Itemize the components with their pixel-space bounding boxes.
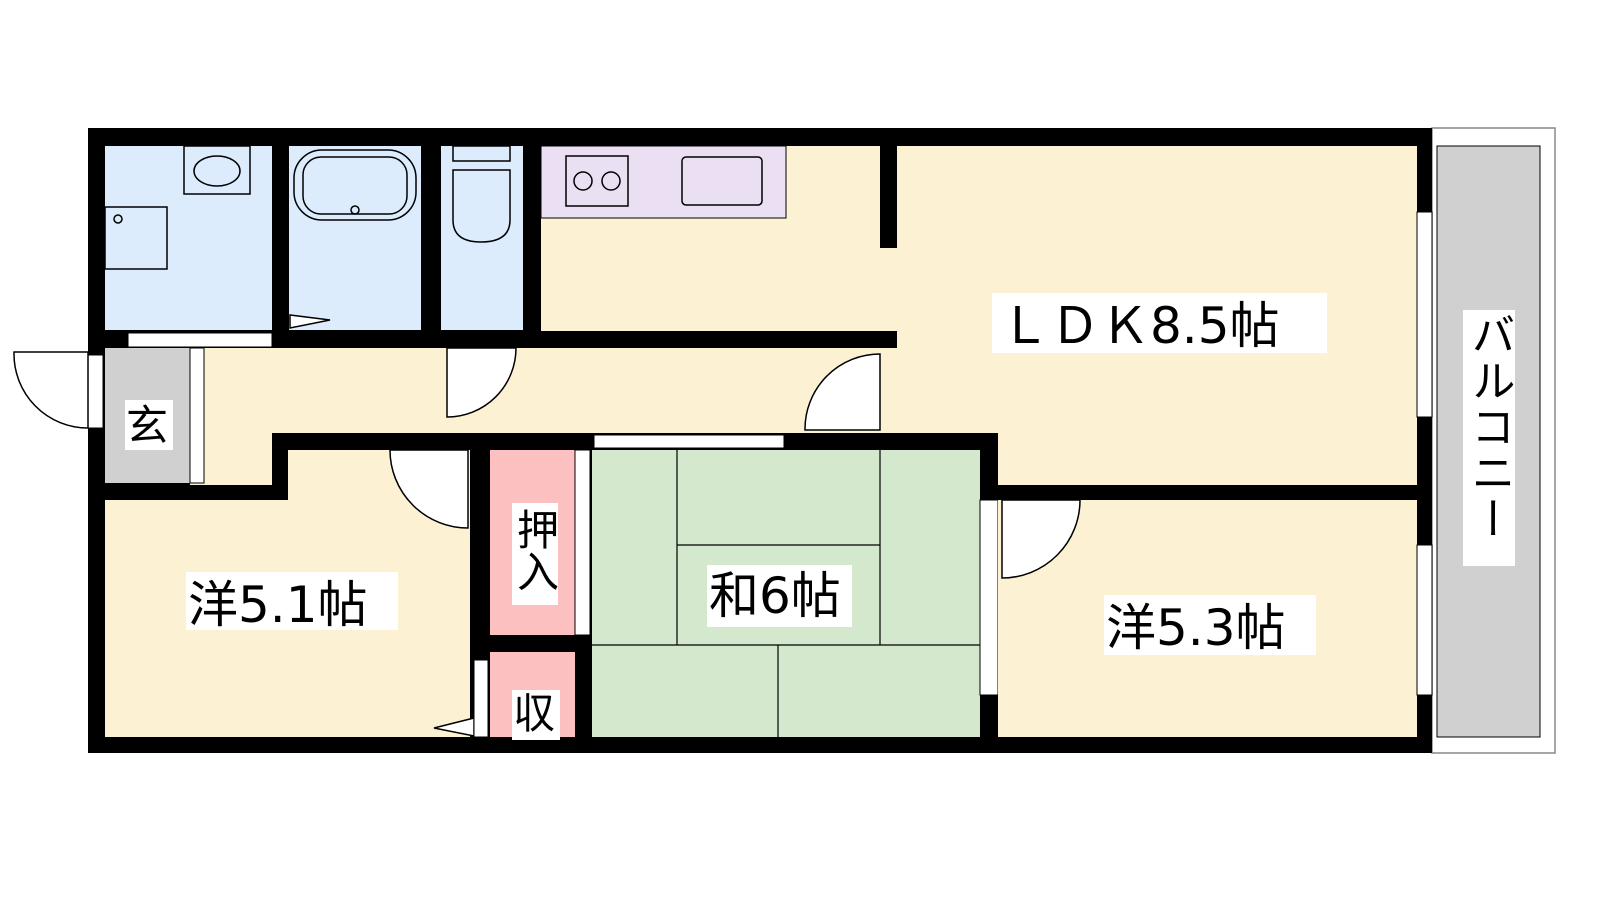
western-right-label: 洋5.3帖	[1106, 599, 1286, 657]
ldk: ＬＤＫ8.5帖	[540, 145, 1417, 485]
western-right-door	[1001, 499, 1081, 579]
balcony: バルコニー	[1431, 127, 1556, 754]
sink-icon	[681, 156, 763, 206]
stove-icon	[565, 155, 629, 207]
western-left-label: 洋5.1帖	[188, 576, 368, 634]
toilet-door	[446, 347, 517, 418]
doors	[13, 347, 1081, 579]
balcony-label: バルコニー	[1464, 312, 1515, 542]
front-door	[13, 351, 89, 429]
entrance-label: 玄	[126, 401, 168, 450]
western-left-door	[389, 449, 469, 529]
storage: 収	[473, 652, 575, 740]
washing-machine-icon	[104, 206, 168, 270]
ldk-label: ＬＤＫ8.5帖	[1000, 297, 1280, 355]
windows	[87, 211, 1433, 696]
toilet-icon	[452, 169, 511, 243]
bathtub-icon	[293, 149, 417, 221]
storage-label: 収	[513, 689, 555, 738]
entrance: 玄	[105, 347, 205, 484]
ldk-door	[804, 353, 881, 431]
tatami-lines	[592, 450, 980, 737]
western-room-left: 洋5.1帖	[105, 450, 475, 737]
toilet	[441, 145, 523, 330]
japanese-label: 和6帖	[709, 567, 841, 625]
closet: 押入	[490, 449, 591, 636]
bathroom	[289, 146, 421, 330]
closet-label: 押入	[511, 508, 560, 592]
japanese-room: 和6帖	[592, 450, 999, 737]
washroom	[104, 145, 272, 330]
